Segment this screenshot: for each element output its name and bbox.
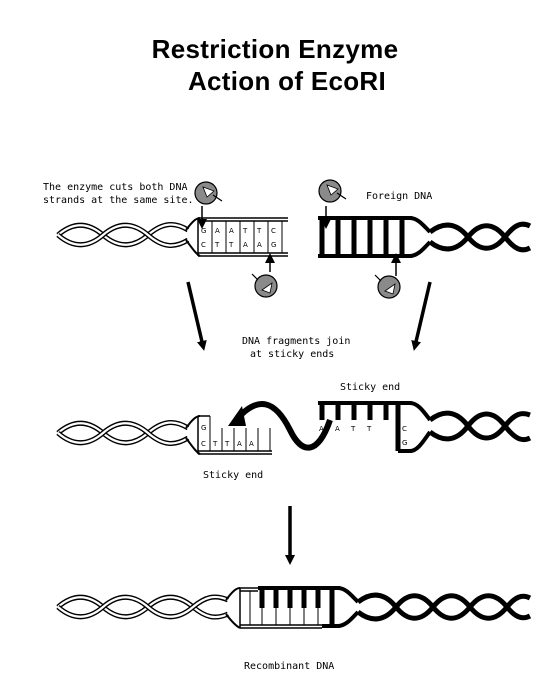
enzyme-icon	[194, 181, 223, 205]
recombinant-ladder	[239, 586, 360, 629]
recombinant-dna-label: Recombinant DNA	[244, 661, 335, 672]
base-right-bottom: G	[402, 439, 407, 447]
host-fragment-helix	[56, 415, 201, 455]
base-bottom-1: T	[214, 241, 220, 249]
joining-curve	[233, 401, 333, 451]
cut-marks	[321, 206, 401, 276]
base-bottom-3: A	[243, 241, 248, 249]
base-right-4: C	[402, 425, 407, 433]
host-dna-helix	[56, 217, 201, 257]
base-left-4: A	[249, 440, 254, 448]
base-top-5: C	[271, 227, 276, 235]
title-line-2: Action of EcoRI	[187, 66, 387, 96]
joining-arrow-head	[228, 406, 246, 426]
base-right-0: A	[319, 425, 324, 433]
fragments-join-label-line2: at sticky ends	[250, 349, 335, 360]
host-bases: G A A T T C C T T A A G	[201, 227, 276, 249]
host-sticky-end: G C T T A A	[197, 415, 272, 455]
base-left-0: C	[201, 440, 206, 448]
recombinant-foreign-helix	[356, 592, 532, 622]
base-top-4: T	[256, 227, 262, 235]
base-top-3: T	[242, 227, 248, 235]
sticky-end-label-top: Sticky end	[340, 382, 401, 393]
sticky-end-label-bottom: Sticky end	[203, 470, 264, 481]
foreign-dna-helix	[428, 221, 532, 253]
base-right-1: A	[335, 425, 340, 433]
base-bottom-2: T	[228, 241, 234, 249]
foreign-dna-ladder	[318, 216, 432, 258]
base-top-1: A	[215, 227, 220, 235]
enzyme-icon	[251, 273, 278, 298]
foreign-sticky-end: A A T T C G	[318, 401, 432, 453]
base-right-3: T	[366, 425, 372, 433]
base-left-1: T	[212, 440, 218, 448]
base-left-2: T	[224, 440, 230, 448]
base-bottom-0: C	[201, 241, 206, 249]
enzyme-icon	[374, 274, 401, 299]
base-right-2: T	[350, 425, 356, 433]
base-bottom-5: G	[271, 241, 276, 249]
enzyme-cut-label-line1: The enzyme cuts both DNA	[43, 182, 188, 193]
enzyme-cut-label-line2: strands at the same site.	[43, 195, 194, 206]
base-top-0: G	[201, 227, 206, 235]
recombinant-host-helix	[56, 587, 241, 629]
enzyme-icon	[318, 179, 347, 203]
foreign-fragment-helix	[428, 410, 532, 443]
base-top-2: A	[229, 227, 234, 235]
cut-marks	[197, 206, 275, 272]
base-left-3: A	[237, 440, 242, 448]
base-left-top: G	[201, 424, 206, 432]
fragments-join-label-line1: DNA fragments join	[242, 336, 351, 347]
base-bottom-4: A	[257, 241, 262, 249]
foreign-dna-label: Foreign DNA	[366, 191, 433, 202]
title-line-1: Restriction Enzyme	[151, 34, 399, 64]
arrow-down	[186, 281, 432, 351]
host-dna-ladder	[197, 217, 288, 257]
